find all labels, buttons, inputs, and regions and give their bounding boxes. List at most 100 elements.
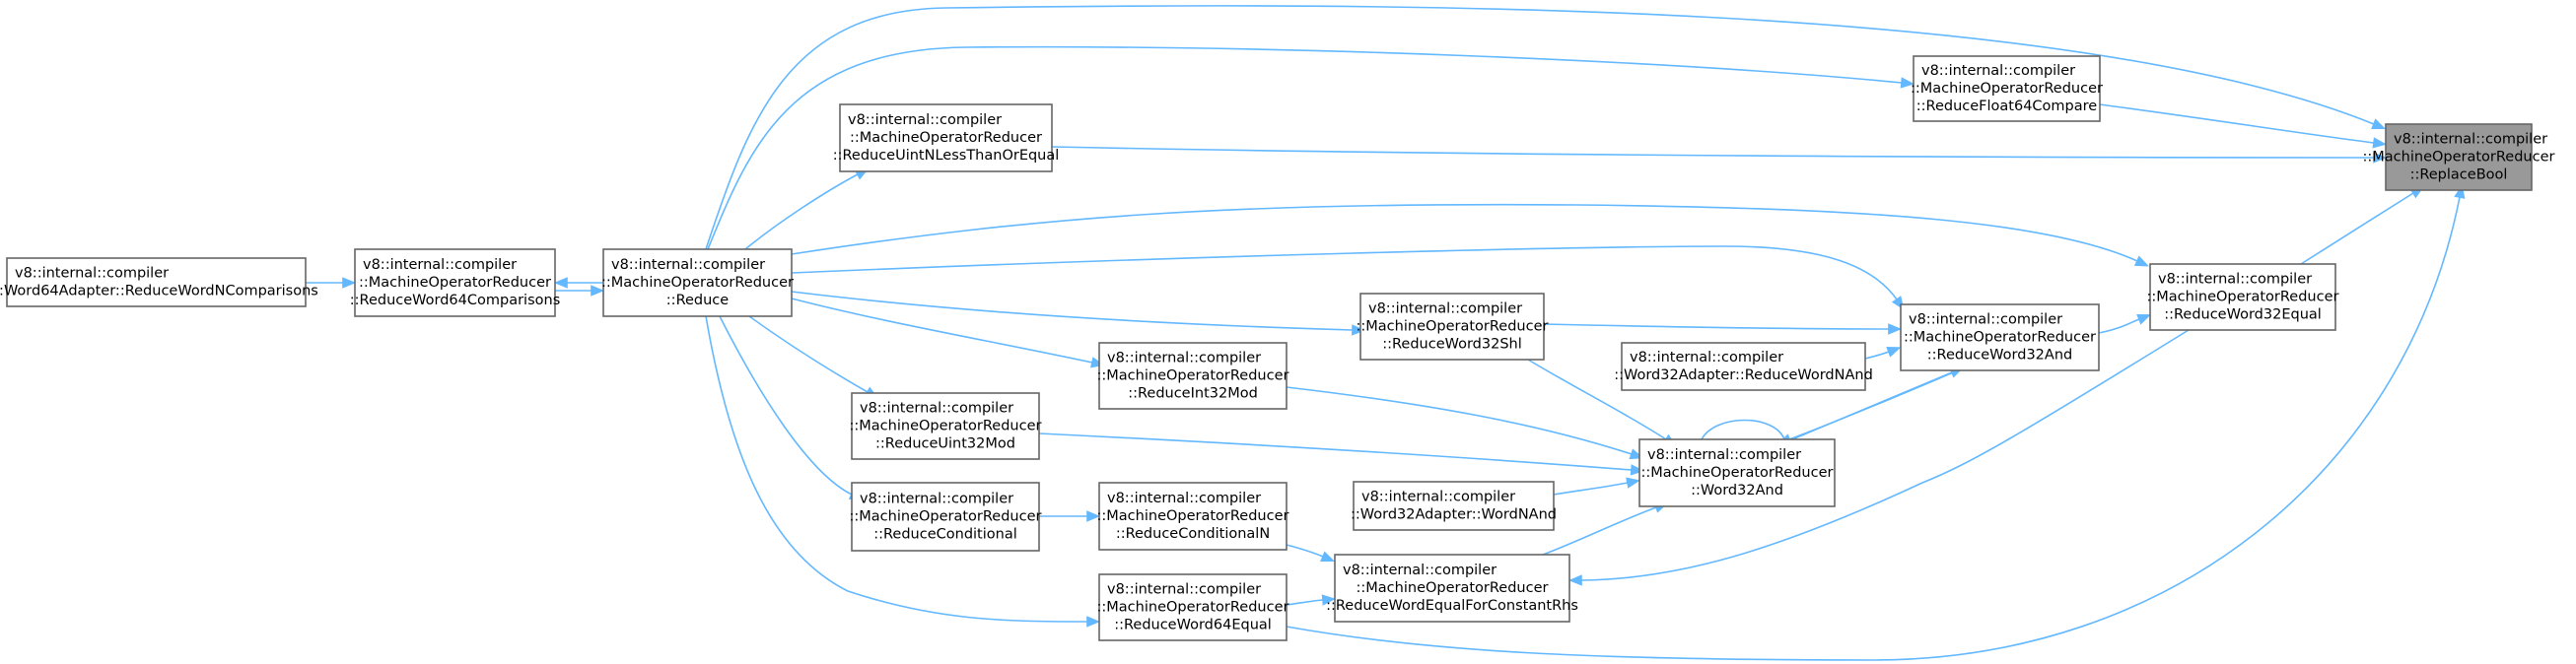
edge-line bbox=[791, 203, 2138, 262]
edge-line bbox=[1286, 196, 2461, 661]
edge-arrowhead bbox=[1567, 574, 1582, 586]
edge-reduce-to-reduce_conditional bbox=[719, 315, 864, 500]
edge-reduce_conditional-to-reduce_conditional_n bbox=[1039, 510, 1101, 522]
node-label-line: v8::internal::compiler bbox=[363, 257, 517, 273]
node-label-line: v8::internal::compiler bbox=[860, 401, 1013, 417]
edge-reduce_uintn_lte-to-replace_bool bbox=[1051, 146, 2388, 164]
edge-arrowhead bbox=[591, 285, 605, 297]
edge-line bbox=[705, 5, 2375, 250]
node-reduce-word32-and[interactable]: v8::internal::compiler::MachineOperatorR… bbox=[1900, 303, 2100, 371]
edge-reduce_word_equal_for_constant_rhs-to-word32_and bbox=[1542, 501, 1669, 556]
edge-reduce_word32_equal-to-reduce_word_equal_for_constant_rhs bbox=[1567, 329, 2190, 586]
edge-word32adapter_reduce_wordn_and-to-reduce_word32_and bbox=[1864, 346, 1902, 360]
edge-reduce_word32_shl-to-reduce_word32_and bbox=[1543, 323, 1903, 335]
node-reduce-word-equal-for-constant-rhs[interactable]: v8::internal::compiler::MachineOperatorR… bbox=[1326, 554, 1578, 623]
node-reduce[interactable]: v8::internal::compiler::MachineOperatorR… bbox=[601, 248, 794, 317]
edge-reduce_float64_compare-to-replace_bool bbox=[2099, 103, 2388, 149]
node-box bbox=[1098, 482, 1288, 551]
edge-line bbox=[1543, 323, 1890, 330]
node-reduce-int32-mod[interactable]: v8::internal::compiler::MachineOperatorR… bbox=[1097, 342, 1289, 410]
node-reduce-uintn-lte[interactable]: v8::internal::compiler::MachineOperatorR… bbox=[833, 103, 1060, 172]
node-reduce-word64-comparisons[interactable]: v8::internal::compiler::MachineOperatorR… bbox=[350, 248, 561, 317]
node-reduce-conditional[interactable]: v8::internal::compiler::MachineOperatorR… bbox=[850, 482, 1042, 552]
node-word32-and[interactable]: v8::internal::compiler::MachineOperatorR… bbox=[1638, 438, 1836, 507]
node-label-line: v8::internal::compiler bbox=[1343, 563, 1497, 578]
edge-line bbox=[705, 315, 1088, 623]
edge-line bbox=[1527, 359, 1667, 440]
node-label-line: ::MachineOperatorReducer bbox=[1904, 330, 2096, 346]
node-box bbox=[1334, 554, 1570, 623]
node-label-line: ::ReplaceBool bbox=[2410, 167, 2508, 183]
node-label-line: v8::internal::compiler bbox=[1368, 301, 1522, 317]
node-label-line: ::Word32And bbox=[1691, 483, 1783, 498]
node-label-line: v8::internal::compiler bbox=[1107, 351, 1261, 366]
edge-reduce_int32_mod-to-word32_and bbox=[1286, 386, 1644, 460]
edge-line bbox=[1701, 419, 1785, 440]
edge-line bbox=[791, 298, 1093, 364]
edge-reduce-to-reduce_word32_shl bbox=[791, 291, 1366, 336]
edge-reduce-to-reduce_word64_equal bbox=[705, 315, 1101, 628]
node-box bbox=[851, 482, 1040, 552]
node-label-line: ::MachineOperatorReducer bbox=[1097, 368, 1289, 384]
node-label-line: ::MachineOperatorReducer bbox=[1097, 600, 1289, 616]
node-label-line: ::MachineOperatorReducer bbox=[850, 509, 1042, 525]
edge-line bbox=[1038, 432, 1633, 471]
node-label-line: ::MachineOperatorReducer bbox=[1641, 465, 1834, 481]
edge-arrowhead bbox=[1886, 346, 1902, 358]
edge-line bbox=[748, 315, 869, 393]
node-reduce-word32-equal[interactable]: v8::internal::compiler::MachineOperatorR… bbox=[2147, 263, 2339, 331]
node-label-line: v8::internal::compiler bbox=[1647, 447, 1801, 463]
node-label-line: v8::internal::compiler bbox=[1361, 490, 1515, 505]
node-label-line: ::MachineOperatorReducer bbox=[1357, 580, 1549, 596]
node-box bbox=[1098, 342, 1288, 410]
edge-reduce-to-reduce_word32_and bbox=[791, 245, 1905, 310]
node-label-line: ::Word32Adapter::WordNAnd bbox=[1351, 507, 1557, 523]
node-reduce-uint32-mod[interactable]: v8::internal::compiler::MachineOperatorR… bbox=[850, 392, 1042, 460]
node-label-line: ::ReduceWord32Equal bbox=[2164, 307, 2322, 323]
edge-word32adapter_wordn_and-to-word32_and bbox=[1553, 477, 1640, 496]
edge-reduce-to-reduce_word32_equal bbox=[791, 203, 2149, 267]
node-replace-bool[interactable]: v8::internal::compiler::MachineOperatorR… bbox=[2363, 123, 2555, 191]
edge-line bbox=[2300, 192, 2414, 265]
edge-arrowhead bbox=[553, 277, 568, 289]
edge-reduce-to-reduce_word64_comparisons bbox=[553, 277, 603, 289]
node-label-line: ::ReduceConditionalN bbox=[1116, 526, 1270, 542]
node-label-line: ::ReduceWord64Comparisons bbox=[350, 293, 561, 308]
edge-reduce-to-reduce_uint32_mod bbox=[748, 315, 879, 399]
edge-arrowhead bbox=[2372, 137, 2388, 149]
node-label-line: ::MachineOperatorReducer bbox=[1911, 81, 2103, 97]
edge-reduce_word32_and-to-reduce_word32_equal bbox=[2098, 314, 2152, 334]
node-label-line: ::ReduceUint32Mod bbox=[875, 436, 1015, 452]
node-reduce-word32-shl[interactable]: v8::internal::compiler::MachineOperatorR… bbox=[1357, 293, 1549, 361]
node-box bbox=[1359, 293, 1545, 361]
node-word32adapter-wordn-and[interactable]: v8::internal::compiler::Word32Adapter::W… bbox=[1351, 481, 1557, 531]
node-label-line: v8::internal::compiler bbox=[1909, 312, 2062, 328]
node-box bbox=[1098, 573, 1288, 641]
node-label-line: v8::internal::compiler bbox=[1107, 491, 1261, 506]
node-box bbox=[1638, 438, 1836, 507]
edge-reduce-to-replace_bool bbox=[705, 5, 2387, 250]
edge-arrowhead bbox=[1626, 477, 1640, 489]
node-label-line: ::Word32Adapter::ReduceWordNAnd bbox=[1614, 367, 1873, 383]
node-box bbox=[1353, 481, 1555, 531]
node-box bbox=[1621, 342, 1866, 391]
edge-line bbox=[1051, 146, 2375, 159]
node-word32adapter-reduce-wordn-and[interactable]: v8::internal::compiler::Word32Adapter::R… bbox=[1614, 342, 1873, 391]
node-layer: v8::internal::compiler::MachineOperatorR… bbox=[0, 55, 2555, 641]
edge-arrowhead bbox=[1352, 324, 1366, 336]
node-label-line: ::ReduceUintNLessThanOrEqual bbox=[833, 148, 1060, 164]
edge-arrowhead bbox=[1888, 323, 1903, 335]
edge-reduce-to-reduce_float64_compare bbox=[707, 45, 1915, 250]
node-reduce-float64-compare[interactable]: v8::internal::compiler::MachineOperatorR… bbox=[1911, 55, 2103, 122]
edge-line bbox=[719, 315, 853, 496]
node-label-line: ::ReduceFloat64Compare bbox=[1916, 99, 2098, 114]
node-word64adapter-reduce-wordn-comparisons[interactable]: v8::internal::compiler::Word64Adapter::R… bbox=[0, 257, 318, 307]
node-box bbox=[839, 103, 1053, 172]
node-box bbox=[1900, 303, 2100, 371]
node-reduce-word64-equal[interactable]: v8::internal::compiler::MachineOperatorR… bbox=[1097, 573, 1289, 641]
node-reduce-conditional-n[interactable]: v8::internal::compiler::MachineOperatorR… bbox=[1097, 482, 1289, 551]
node-box bbox=[6, 257, 307, 307]
edge-arrowhead bbox=[2371, 118, 2387, 129]
edge-arrowhead bbox=[1086, 510, 1101, 522]
